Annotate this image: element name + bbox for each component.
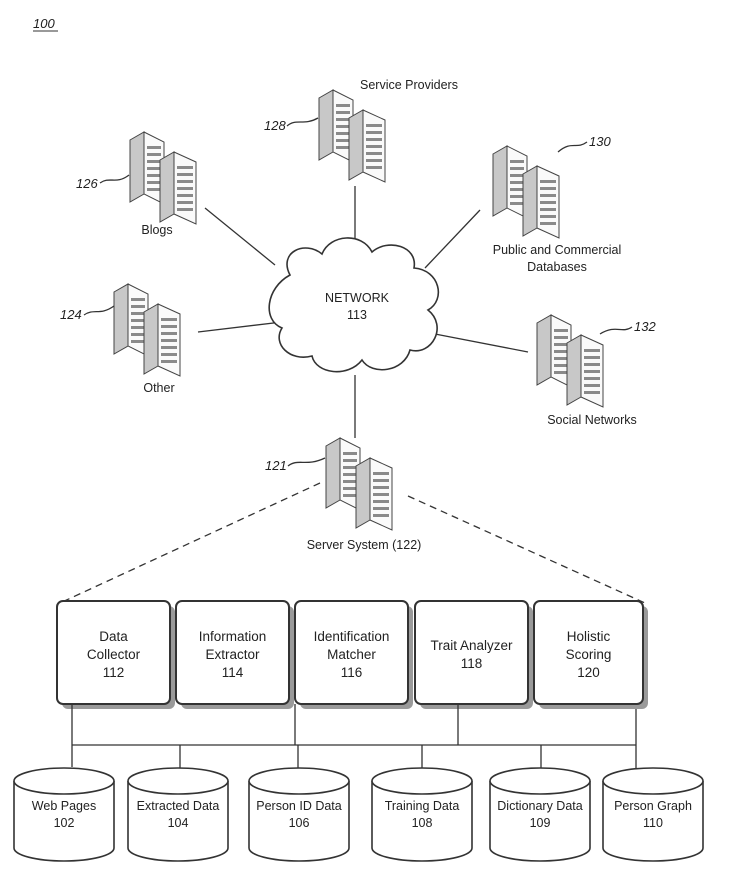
other-leader	[83, 305, 115, 316]
service-providers-leader	[286, 117, 319, 127]
datastore-number: 110	[643, 816, 663, 830]
server-system-label: Server System (122)	[307, 538, 422, 552]
datastore-person-graph: Person Graph 110	[602, 767, 704, 862]
expansion-line-right	[407, 495, 646, 604]
social-networks-server-icon	[536, 314, 604, 408]
module-information-extractor: Information Extractor 114	[175, 600, 294, 709]
public-databases-ref: 130	[589, 134, 611, 149]
module-data-collector: Data Collector 112	[56, 600, 175, 709]
module-line2: Extractor	[205, 647, 260, 662]
expansion-line-left	[59, 482, 321, 604]
datastore-label: Web Pages	[32, 799, 96, 813]
datastore-label: Training Data	[385, 799, 460, 813]
server-system-leader	[287, 457, 326, 467]
module-number: 116	[341, 665, 363, 680]
datastore-label: Extracted Data	[137, 799, 220, 813]
blogs-leader	[99, 174, 130, 184]
module-line1: Data	[99, 629, 128, 644]
datastore-web-pages: Web Pages 102	[13, 767, 115, 862]
service-providers-label: Service Providers	[360, 78, 458, 92]
datastore-training-data: Training Data 108	[371, 767, 473, 862]
link-social-networks	[434, 333, 529, 353]
datastore-number: 104	[168, 816, 189, 830]
other-label: Other	[143, 381, 174, 395]
link-public-databases	[424, 209, 481, 269]
public-databases-server-icon	[492, 145, 560, 239]
public-databases-label-line1: Public and Commercial	[493, 243, 622, 257]
module-holistic-scoring: Holistic Scoring 120	[533, 600, 648, 709]
module-line1: Identification	[314, 629, 390, 644]
blogs-label: Blogs	[141, 223, 172, 237]
network-title: NETWORK	[325, 291, 390, 305]
datastore-number: 102	[54, 816, 75, 830]
datastore-label: Person Graph	[614, 799, 692, 813]
module-number: 120	[577, 665, 600, 680]
figure-ref-label: 100	[33, 16, 55, 31]
datastore-label: Dictionary Data	[497, 799, 582, 813]
module-trait-analyzer: Trait Analyzer 118	[414, 600, 533, 709]
other-server-icon	[113, 283, 181, 377]
public-databases-label-line2: Databases	[527, 260, 587, 274]
module-identification-matcher: Identification Matcher 116	[294, 600, 413, 709]
module-line1: Information	[199, 629, 267, 644]
datastores: Web Pages 102 Extracted Data 104 Person …	[13, 767, 704, 862]
module-line1: Holistic	[567, 629, 611, 644]
public-databases-leader	[557, 141, 588, 153]
social-networks-ref: 132	[634, 319, 656, 334]
module-number: 112	[103, 665, 125, 680]
module-line2: Scoring	[566, 647, 612, 662]
link-other	[197, 321, 283, 333]
module-line1: Trait Analyzer	[430, 638, 513, 653]
datastore-person-id-data: Person ID Data 106	[248, 767, 350, 862]
blogs-ref: 126	[76, 176, 98, 191]
network-cloud-icon	[268, 237, 439, 373]
link-blogs	[204, 207, 276, 266]
datastore-dictionary-data: Dictionary Data 109	[489, 767, 591, 862]
module-boxes: Data Collector 112 Information Extractor…	[56, 600, 648, 709]
social-networks-leader	[599, 326, 633, 335]
data-bus	[71, 704, 637, 770]
datastore-number: 109	[530, 816, 551, 830]
datastore-number: 106	[289, 816, 310, 830]
datastore-label: Person ID Data	[256, 799, 342, 813]
social-networks-label: Social Networks	[547, 413, 637, 427]
datastore-extracted-data: Extracted Data 104	[127, 767, 229, 862]
module-line2: Matcher	[327, 647, 376, 662]
datastore-number: 108	[412, 816, 433, 830]
module-number: 114	[222, 665, 244, 680]
network-number: 113	[347, 308, 367, 322]
other-ref: 124	[60, 307, 82, 322]
blogs-server-icon	[129, 131, 197, 225]
service-providers-ref: 128	[264, 118, 286, 133]
server-system-server-icon	[325, 437, 393, 531]
module-number: 118	[461, 656, 483, 671]
service-providers-server-icon	[318, 89, 386, 183]
server-system-ref: 121	[265, 458, 287, 473]
module-line2: Collector	[87, 647, 141, 662]
